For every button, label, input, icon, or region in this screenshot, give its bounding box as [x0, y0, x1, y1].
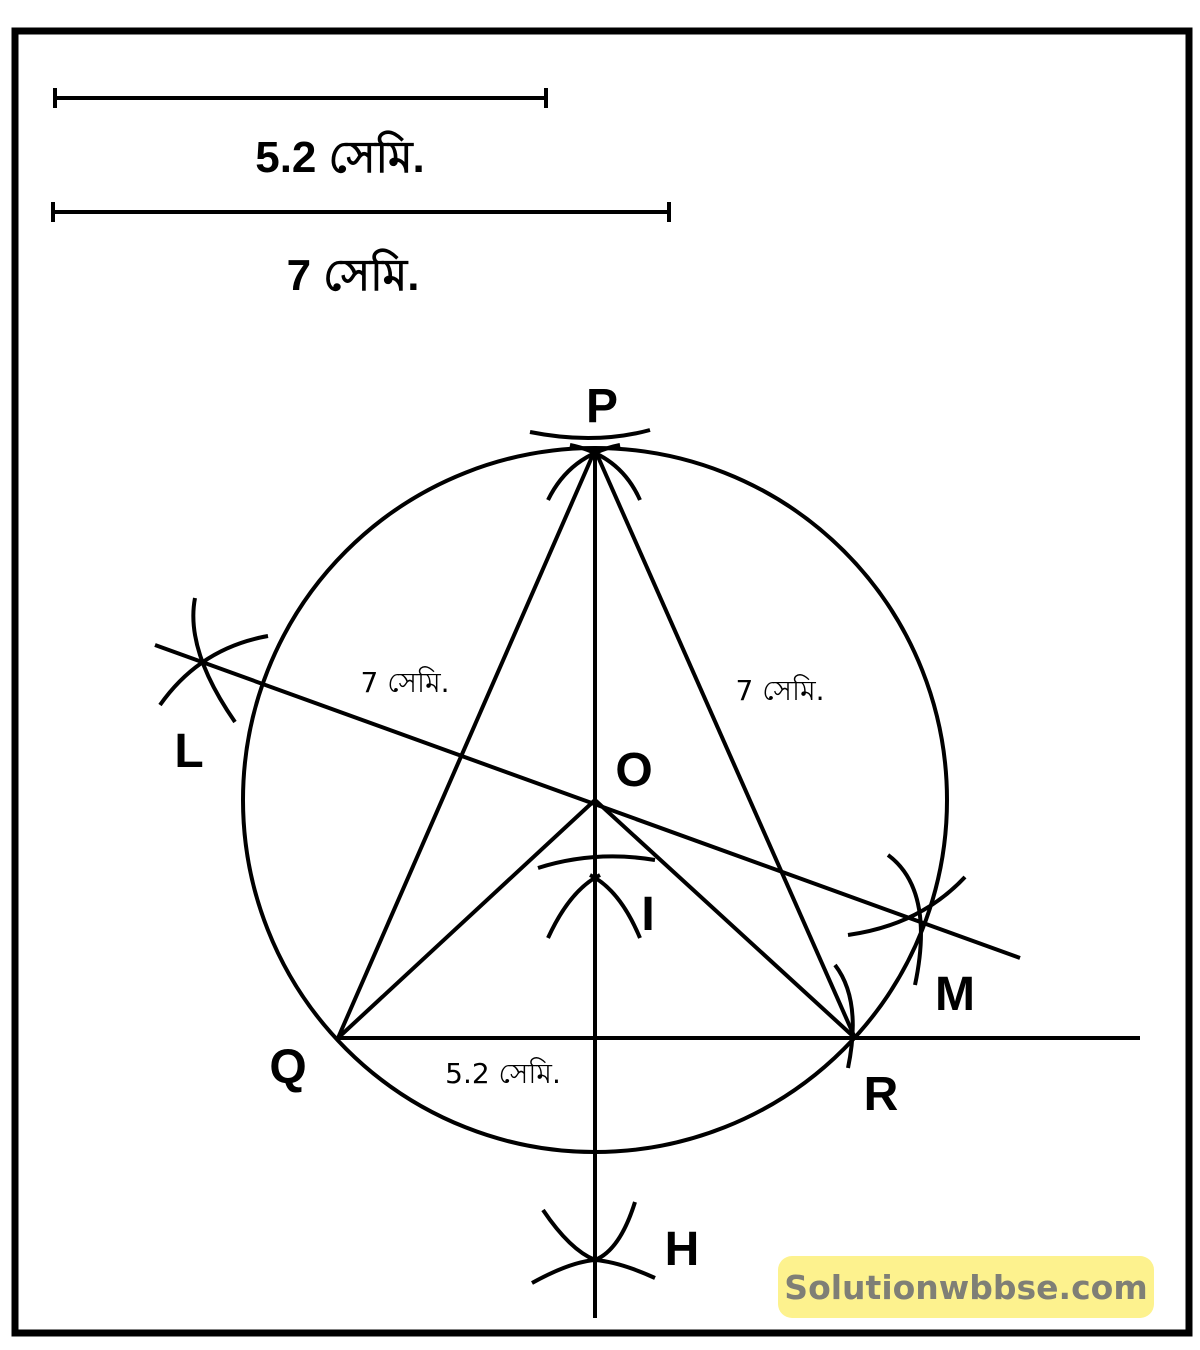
point-label-o: O [615, 744, 652, 797]
point-label-m: M [935, 968, 975, 1021]
point-label-q: Q [269, 1041, 306, 1094]
point-label-l: L [174, 725, 203, 778]
point-label-i: I [641, 888, 654, 941]
perpendicular-bisector-pr [154, 643, 1021, 960]
point-label-r: R [864, 1068, 899, 1121]
given-length-label-7: 7 সেমি. [287, 248, 420, 300]
frame-border [11, 27, 1193, 1337]
given-length-label-5.2: 5.2 সেমি. [255, 130, 425, 182]
side-pq [336, 449, 597, 1039]
side-label-pr: 7 সেমি. [735, 674, 824, 707]
side-pr [593, 449, 857, 1039]
construction-arcs [158, 428, 967, 1285]
given-segment-7 [51, 202, 671, 222]
side-label-pq: 7 সেমি. [360, 666, 449, 699]
point-label-h: H [665, 1223, 700, 1276]
side-label-qr: 5.2 সেমি. [445, 1057, 561, 1090]
watermark: Solutionwbbse.com [778, 1256, 1154, 1318]
given-segment-5.2 [53, 88, 548, 108]
segment-oq [336, 798, 597, 1040]
segment-or [593, 798, 857, 1040]
point-label-p: P [586, 380, 618, 433]
